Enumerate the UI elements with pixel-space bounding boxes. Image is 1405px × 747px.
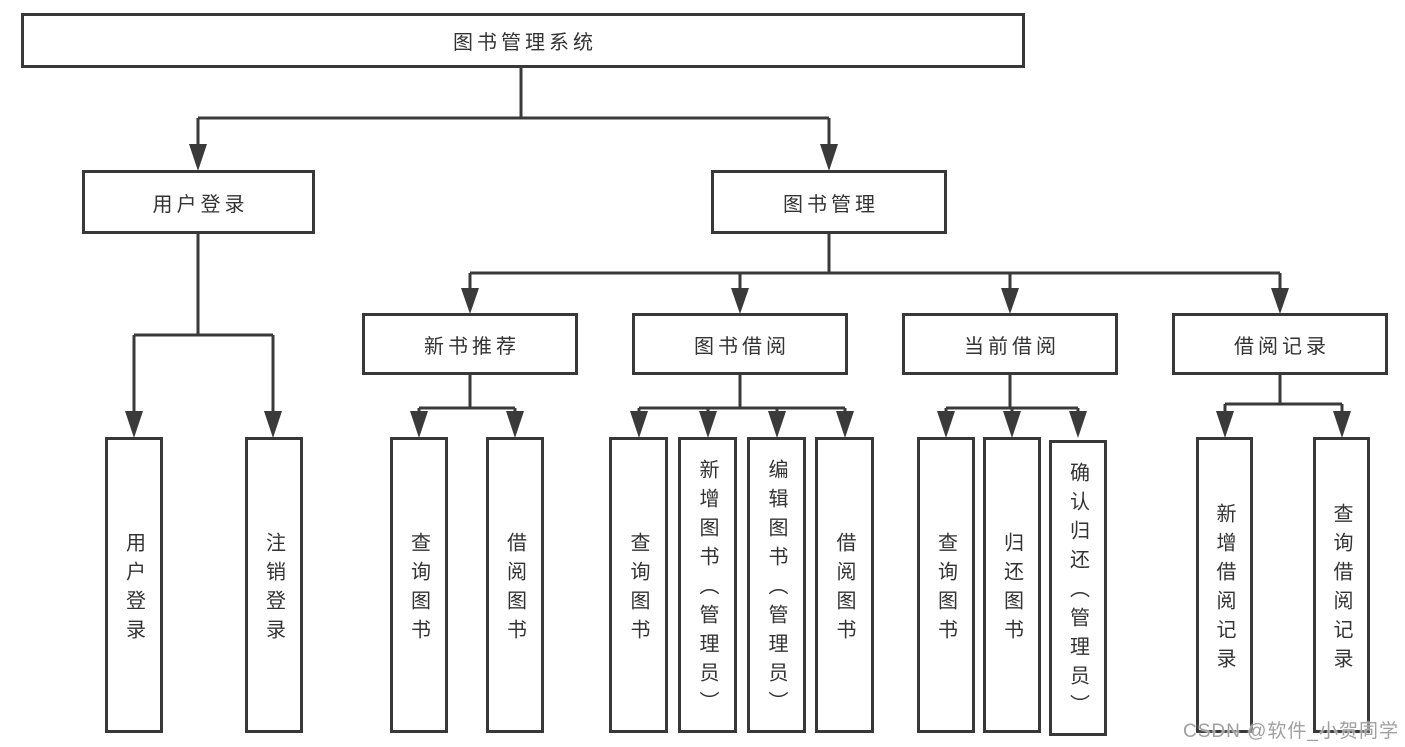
connector-user-login-branch xyxy=(125,234,282,438)
leaf-borrow-query-books: 查询图书 xyxy=(609,437,668,733)
connector-root-branch xyxy=(189,68,838,171)
node-book-borrow: 图书借阅 xyxy=(632,313,848,375)
leaf-logout: 注销登录 xyxy=(245,437,303,733)
leaf-current-query-books: 查询图书 xyxy=(917,437,975,733)
leaf-recommend-borrow-books: 借阅图书 xyxy=(486,437,544,733)
node-current-borrow: 当前借阅 xyxy=(902,313,1118,375)
leaf-recommend-query-books: 查询图书 xyxy=(390,437,448,733)
watermark-text: CSDN @软件_小贺同学 xyxy=(1183,721,1399,742)
leaf-user-login: 用户登录 xyxy=(105,437,163,733)
leaf-current-confirm-return-admin: 确认归还（管理员） xyxy=(1049,440,1107,736)
leaf-current-return-books: 归还图书 xyxy=(983,437,1041,733)
connector-new-book-recommend-branch xyxy=(410,375,524,438)
node-borrow-records: 借阅记录 xyxy=(1172,313,1388,375)
node-book-management: 图书管理 xyxy=(711,170,947,234)
leaf-borrow-borrow-books: 借阅图书 xyxy=(815,437,874,733)
connector-book-management-branch xyxy=(461,234,1289,314)
node-user-login: 用户登录 xyxy=(82,170,315,234)
node-new-book-recommend: 新书推荐 xyxy=(362,313,578,375)
connector-book-borrow-branch xyxy=(630,375,854,438)
node-library-management-system: 图书管理系统 xyxy=(21,13,1025,68)
leaf-borrow-add-books-admin: 新增图书（管理员） xyxy=(678,437,737,733)
leaf-records-query-record: 查询借阅记录 xyxy=(1313,437,1370,733)
leaf-records-add-record: 新增借阅记录 xyxy=(1196,437,1253,733)
leaf-borrow-edit-books-admin: 编辑图书（管理员） xyxy=(747,437,806,733)
connector-current-borrow-branch xyxy=(937,375,1087,438)
connector-borrow-records-branch xyxy=(1216,375,1351,438)
